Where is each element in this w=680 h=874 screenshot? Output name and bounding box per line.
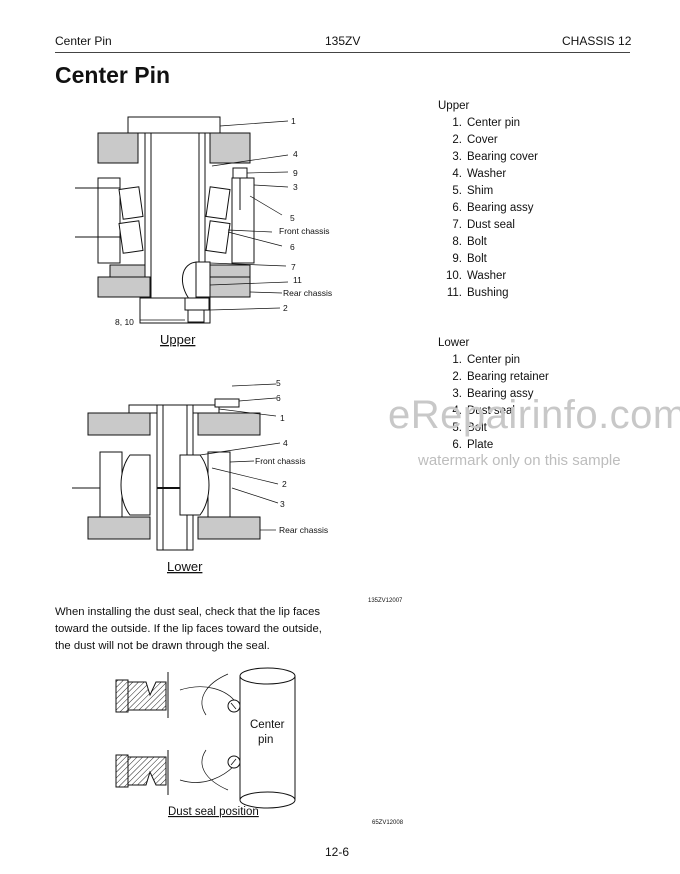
- header-divider: [55, 52, 630, 53]
- upper-figure-caption: Upper: [160, 332, 196, 347]
- upper-part-item-name: Shim: [467, 185, 494, 197]
- upper-callout-rear-chassis: Rear chassis: [283, 288, 332, 298]
- upper-part-item-name: Bolt: [467, 253, 487, 265]
- lower-callout-1: 1: [280, 413, 285, 423]
- upper-part-item-name: Dust seal: [467, 219, 515, 231]
- upper-part-item-number: 2.: [452, 134, 462, 146]
- lower-callout-6: 6: [276, 393, 281, 403]
- upper-part-item-name: Bearing cover: [467, 151, 538, 163]
- upper-part-item: 11. Bushing: [438, 285, 538, 302]
- upper-part-item-name: Washer: [467, 270, 507, 282]
- lower-part-item-name: Plate: [467, 439, 494, 451]
- upper-part-item-number: 11.: [446, 287, 462, 299]
- upper-part-item-number: 7.: [452, 219, 462, 231]
- upper-callout-front-chassis: Front chassis: [279, 226, 330, 236]
- header-model: 135ZV: [325, 34, 361, 48]
- lower-part-item-name: Bolt: [467, 422, 487, 434]
- header-section-title: Center Pin: [55, 34, 112, 48]
- upper-part-item: 6. Bearing assy: [438, 200, 538, 217]
- upper-callout-9: 9: [293, 168, 298, 178]
- lower-parts-heading: Lower: [438, 337, 470, 349]
- lower-part-item-name: Bearing assy: [467, 388, 534, 400]
- upper-parts-list: Upper 1. Center pin 2. Cover 3. Bearing cover…: [438, 98, 538, 302]
- upper-callout-8-10: 8, 10: [115, 317, 134, 327]
- lower-callouts: 5 6 1 4 Front chassis 2 3 Rear chassis: [255, 378, 328, 535]
- upper-part-item-number: 1.: [452, 117, 462, 129]
- seal-center-pin-label-line1: Center: [250, 719, 285, 731]
- upper-callout-5: 5: [290, 213, 295, 223]
- lower-figure-caption: Lower: [167, 559, 203, 574]
- upper-callout-3: 3: [293, 182, 298, 192]
- upper-part-item-name: Bolt: [467, 236, 487, 248]
- upper-part-item: 8. Bolt: [438, 234, 538, 251]
- lower-callout-3: 3: [280, 499, 285, 509]
- upper-callout-7: 7: [291, 262, 296, 272]
- dust-seal-drawing: [115, 667, 296, 809]
- upper-callout-2: 2: [283, 303, 288, 313]
- upper-part-item-number: 10.: [446, 270, 462, 282]
- lower-part-item: 6. Plate: [438, 437, 549, 454]
- upper-part-item: 5. Shim: [438, 183, 538, 200]
- upper-callout-11: 11: [293, 275, 302, 285]
- lower-part-item-number: 6.: [452, 439, 462, 451]
- upper-part-item-name: Bushing: [467, 287, 509, 299]
- page-title: Center Pin: [55, 62, 171, 88]
- lower-part-item-name: Bearing retainer: [467, 371, 549, 383]
- lower-part-item: 5. Bolt: [438, 420, 549, 437]
- lower-part-item: 4. Dust seal: [438, 403, 549, 420]
- lower-part-item-name: Center pin: [467, 354, 521, 366]
- lower-part-item-number: 3.: [452, 388, 462, 400]
- dust-seal-note: When installing the dust seal, check tha…: [55, 606, 322, 652]
- lower-part-item-number: 1.: [452, 354, 462, 366]
- lower-part-item-number: 2.: [452, 371, 462, 383]
- lower-callout-rear-chassis: Rear chassis: [279, 525, 328, 535]
- seal-figure-code: 65ZV12008: [372, 820, 404, 826]
- upper-part-item-name: Cover: [467, 134, 498, 146]
- watermark-text: eRepairinfo.com: [388, 393, 680, 437]
- seal-center-pin-label-line2: pin: [258, 734, 273, 746]
- upper-callouts: 1 4 9 3 5 Front chassis 6 7 11 Rear chas…: [115, 116, 332, 327]
- upper-callout-4: 4: [293, 149, 298, 159]
- upper-parts-heading: Upper: [438, 100, 470, 112]
- upper-part-item: 10. Washer: [438, 268, 538, 285]
- lower-callout-front-chassis: Front chassis: [255, 456, 306, 466]
- lower-part-item-name: Dust seal: [467, 405, 515, 417]
- upper-part-item-number: 8.: [452, 236, 462, 248]
- upper-part-item-number: 4.: [452, 168, 462, 180]
- watermark-subtext: watermark only on this sample: [418, 452, 621, 469]
- upper-part-item-number: 6.: [452, 202, 462, 214]
- upper-part-item-name: Bearing assy: [467, 202, 534, 214]
- upper-part-item-number: 9.: [452, 253, 462, 265]
- lower-assembly-drawing: [72, 383, 281, 551]
- lower-part-item: 2. Bearing retainer: [438, 369, 549, 386]
- lower-callout-2: 2: [282, 479, 287, 489]
- upper-callout-1: 1: [291, 116, 296, 126]
- header-chapter: CHASSIS 12: [562, 34, 632, 48]
- upper-part-item-number: 5.: [452, 185, 462, 197]
- upper-part-item-number: 3.: [452, 151, 462, 163]
- lower-callout-4: 4: [283, 438, 288, 448]
- lower-part-item-number: 5.: [452, 422, 462, 434]
- lower-part-item: 3. Bearing assy: [438, 386, 549, 403]
- lower-figure-code: 135ZV12007: [368, 598, 403, 604]
- upper-part-item: 2. Cover: [438, 132, 538, 149]
- upper-part-item: 4. Washer: [438, 166, 538, 183]
- upper-part-item-name: Washer: [467, 168, 507, 180]
- lower-part-item: 1. Center pin: [438, 352, 549, 369]
- lower-parts-list: Lower 1. Center pin 2. Bearing retainer 3. Be…: [438, 335, 549, 454]
- upper-part-item-name: Center pin: [467, 117, 521, 129]
- lower-part-item-number: 4.: [452, 405, 462, 417]
- seal-figure-caption: Dust seal position: [168, 806, 259, 818]
- upper-part-item: 7. Dust seal: [438, 217, 538, 234]
- upper-part-item: 3. Bearing cover: [438, 149, 538, 166]
- upper-assembly-drawing: [75, 116, 289, 324]
- lower-callout-5: 5: [276, 378, 281, 388]
- upper-part-item: 9. Bolt: [438, 251, 538, 268]
- page-number: 12-6: [325, 845, 350, 859]
- upper-part-item: 1. Center pin: [438, 115, 538, 132]
- upper-callout-6: 6: [290, 242, 295, 252]
